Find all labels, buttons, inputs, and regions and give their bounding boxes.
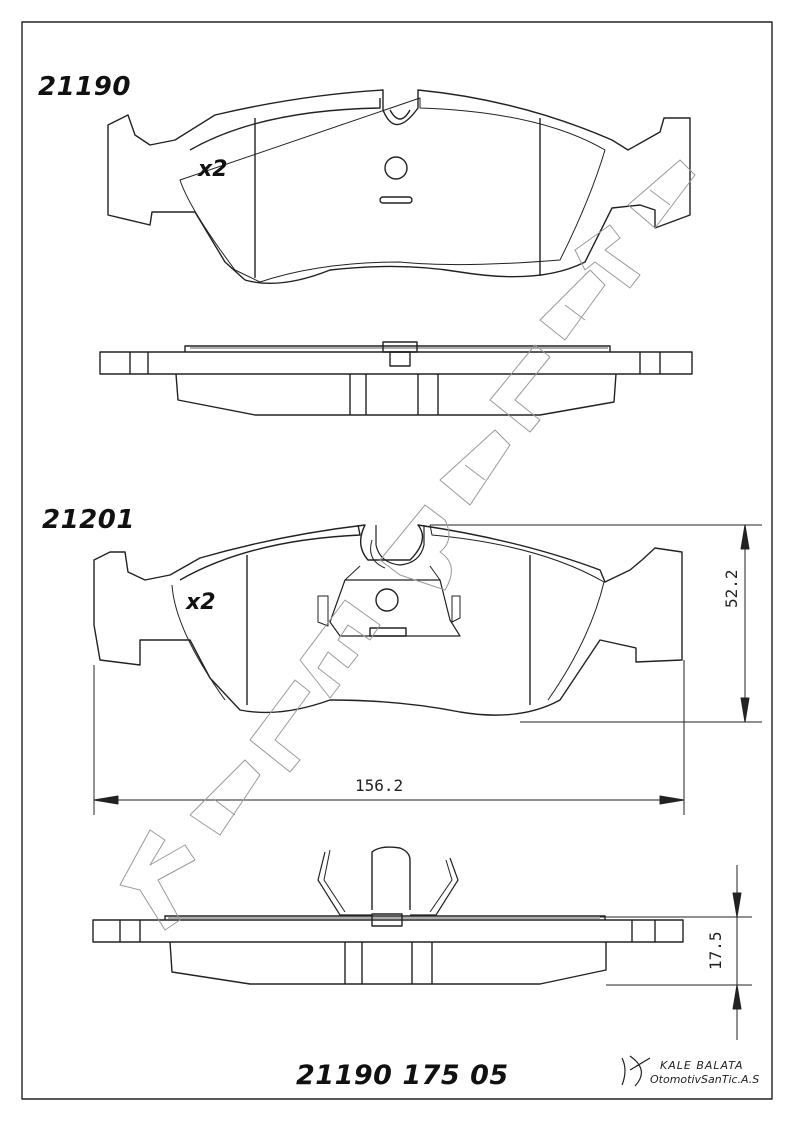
brand-name: KALE BALATA: [660, 1059, 744, 1072]
lower-quantity: x2: [186, 590, 216, 615]
thickness-dimension: 17.5: [706, 931, 725, 970]
watermark-letters: [119, 159, 696, 931]
upper-quantity: x2: [198, 157, 228, 182]
dimension-lines: [93, 524, 762, 1040]
brand-company: OtomotivSanTic.A.S: [650, 1073, 760, 1086]
lower-pad-side-view: [92, 846, 684, 985]
upper-pad-front-view: [107, 89, 691, 284]
lower-pad-front-view: [93, 524, 683, 716]
kale-logo: [621, 1055, 651, 1087]
upper-part-number: 21190: [38, 72, 131, 102]
lower-part-number: 21201: [42, 505, 135, 535]
upper-pad-side-view: [99, 341, 693, 416]
width-dimension: 156.2: [355, 776, 404, 795]
footer-code: 21190 175 05: [296, 1060, 509, 1091]
sheet-border: [21, 21, 773, 1100]
height-dimension: 52.2: [722, 569, 741, 608]
